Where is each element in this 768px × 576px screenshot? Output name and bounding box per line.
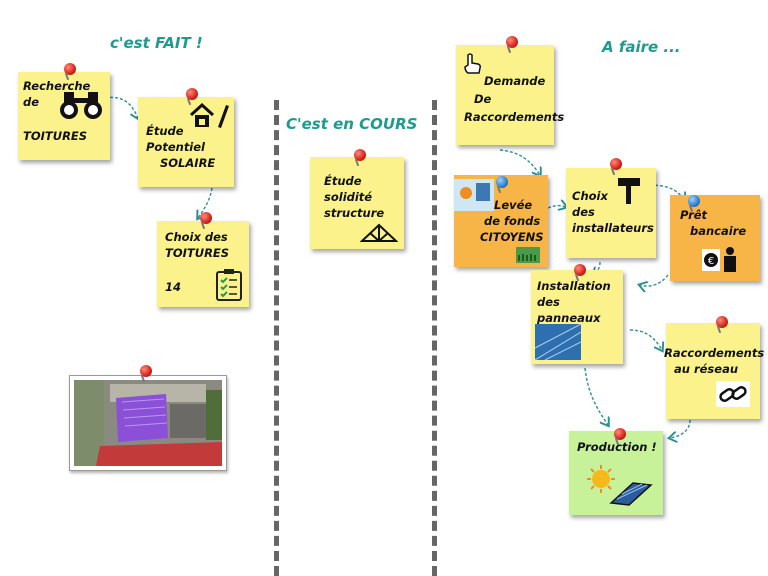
note-line: Levée [494, 198, 533, 212]
note-line: Potentiel [146, 140, 205, 154]
arrow-recherche-to-etude [104, 96, 138, 118]
arrow-installation-to-production [584, 367, 608, 425]
binoculars-icon [60, 92, 102, 119]
crowd-icon [516, 247, 540, 263]
note-line: bancaire [690, 224, 747, 238]
note-line: Demande [484, 74, 546, 88]
arrow-installation-to-raccordement [629, 329, 662, 350]
checklist-icon [216, 269, 242, 301]
column-title-in-progress: C'est en COURS [286, 115, 418, 133]
red-pin [354, 149, 366, 161]
note-line: Recherche [23, 79, 91, 93]
column-title-todo: A faire ... [602, 38, 681, 56]
euro-banker-icon: € [702, 247, 736, 272]
blue-pin [688, 195, 700, 207]
red-pin [200, 212, 212, 224]
column-title-done: c'est FAIT ! [110, 34, 203, 52]
chain-link-icon [716, 381, 750, 407]
arrow-choix-to-installation [594, 261, 600, 275]
solar-panel-icon [454, 179, 494, 211]
note-levee-fonds: Levée de fonds CITOYENS [454, 175, 548, 267]
note-demande-raccordements: Demande De Raccordements [456, 45, 564, 145]
note-choix-installateurs: Choix des installateurs [566, 168, 656, 258]
note-line: Raccordements [664, 346, 765, 360]
note-raccordements-reseau: Raccordements au réseau [664, 323, 764, 419]
note-line: Étude [324, 174, 362, 188]
note-choix-toitures: Choix des TOITURES 14 [157, 221, 249, 307]
red-pin [64, 63, 76, 75]
solar-panel-photo-icon [535, 324, 581, 360]
note-line: Installation [537, 279, 611, 293]
red-pin [610, 158, 622, 170]
note-line: De [474, 92, 492, 106]
column-divider-left [274, 100, 279, 576]
note-line: des [572, 205, 595, 219]
note-line: Étude [146, 124, 184, 138]
hammer-icon [618, 178, 640, 204]
note-installation-panneaux: Installation des panneaux [531, 270, 623, 364]
note-line: Choix des [165, 230, 228, 244]
house-pencil-icon [189, 102, 229, 128]
arrow-raccordement-to-production [670, 419, 691, 438]
red-pin [140, 365, 152, 377]
note-pret-bancaire: Prêt bancaire € [670, 195, 760, 281]
note-line: solidité [324, 190, 373, 204]
note-line: Prêt [680, 208, 708, 222]
arrow-levee-to-choix [547, 206, 566, 208]
roof-truss-icon [360, 223, 398, 242]
red-pin [186, 88, 198, 100]
red-pin [614, 428, 626, 440]
note-line: CITOYENS [480, 230, 544, 244]
arrow-pret-to-installation [640, 274, 669, 286]
svg-text:€: € [708, 256, 714, 267]
red-pin [506, 36, 518, 48]
note-line: TOITURES [23, 129, 88, 143]
note-line: de [23, 95, 40, 109]
blue-pin [496, 176, 508, 188]
note-line: SOLAIRE [160, 156, 216, 170]
note-production: Production ! [569, 431, 663, 515]
note-line: installateurs [572, 221, 654, 235]
note-line: des panneaux [537, 295, 601, 325]
red-pin [716, 316, 728, 328]
column-divider-right [432, 100, 437, 576]
aerial-roof-photo [69, 375, 227, 471]
aerial-image [74, 380, 222, 466]
note-line: TOITURES [165, 246, 230, 260]
note-line: structure [324, 206, 385, 220]
pointing-hand-icon [464, 53, 481, 74]
note-line: Production ! [577, 440, 657, 454]
note-line: au réseau [674, 362, 739, 376]
note-line: 14 [165, 280, 182, 294]
arrow-demande-to-levee [499, 149, 540, 175]
note-etude-solidite: Étude solidité structure [310, 157, 404, 249]
note-line: de fonds [484, 214, 541, 228]
note-line: Raccordements [464, 110, 565, 124]
sun-panel-icon [587, 465, 653, 506]
red-pin [574, 264, 586, 276]
note-etude-potentiel-solaire: Étude Potentiel SOLAIRE [138, 97, 234, 187]
note-recherche-toitures: Recherche de TOITURES [18, 72, 110, 160]
note-line: Choix [572, 189, 608, 203]
